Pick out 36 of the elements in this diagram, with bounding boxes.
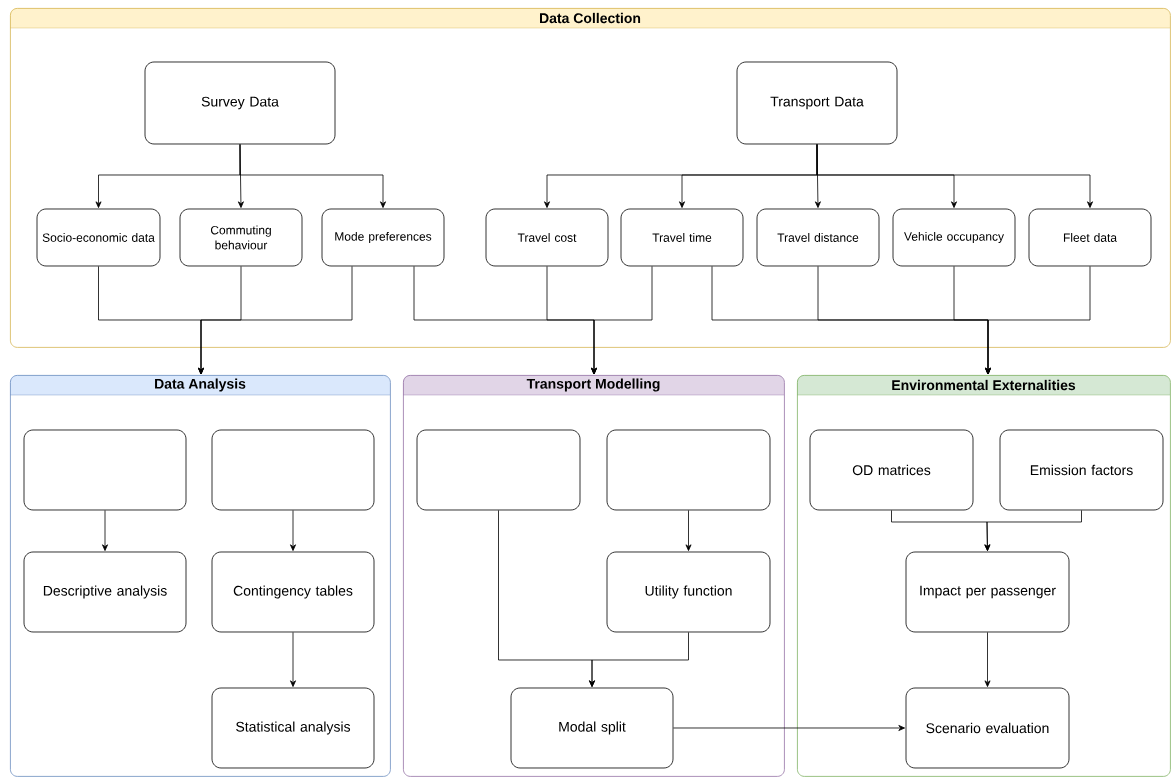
- arrow: [984, 632, 991, 687]
- process-box: Utility function: [606, 551, 771, 633]
- arrow: [198, 266, 353, 375]
- arrow: [239, 144, 386, 208]
- arrow: [816, 144, 1093, 208]
- empty-box: [606, 429, 771, 511]
- process-box: Socio-economic data: [36, 208, 161, 267]
- process-box: Survey Data: [144, 61, 336, 145]
- process-box: Transport Data: [736, 61, 898, 145]
- arrow: [685, 510, 692, 551]
- process-box: Travel time: [620, 208, 744, 267]
- process-box: Fleet data: [1028, 208, 1152, 267]
- arrow: [985, 266, 1091, 375]
- empty-box: [211, 429, 375, 511]
- empty-box: [416, 429, 581, 511]
- process-box: Statistical analysis: [211, 687, 375, 769]
- arrow: [290, 632, 296, 687]
- process-box: Vehicle occupancy: [892, 208, 1016, 267]
- process-box: OD matrices: [809, 429, 974, 511]
- arrow: [591, 266, 653, 375]
- process-box: Commuting behaviour: [179, 208, 303, 267]
- arrow: [984, 510, 1082, 551]
- process-box: Scenario evaluation: [905, 687, 1070, 769]
- process-box: Mode preferences: [321, 208, 445, 267]
- process-box: Contingency tables: [211, 551, 375, 633]
- process-box: Descriptive analysis: [23, 551, 187, 633]
- process-box: Emission factors: [999, 429, 1164, 511]
- process-box: Travel cost: [485, 208, 609, 267]
- arrow: [673, 725, 905, 731]
- arrow: [290, 510, 296, 551]
- arrow: [589, 632, 689, 687]
- empty-box: [23, 429, 187, 511]
- arrow: [102, 510, 108, 551]
- process-box: Modal split: [510, 687, 674, 769]
- process-box: Impact per passenger: [905, 551, 1070, 633]
- process-box: Travel distance: [756, 208, 880, 267]
